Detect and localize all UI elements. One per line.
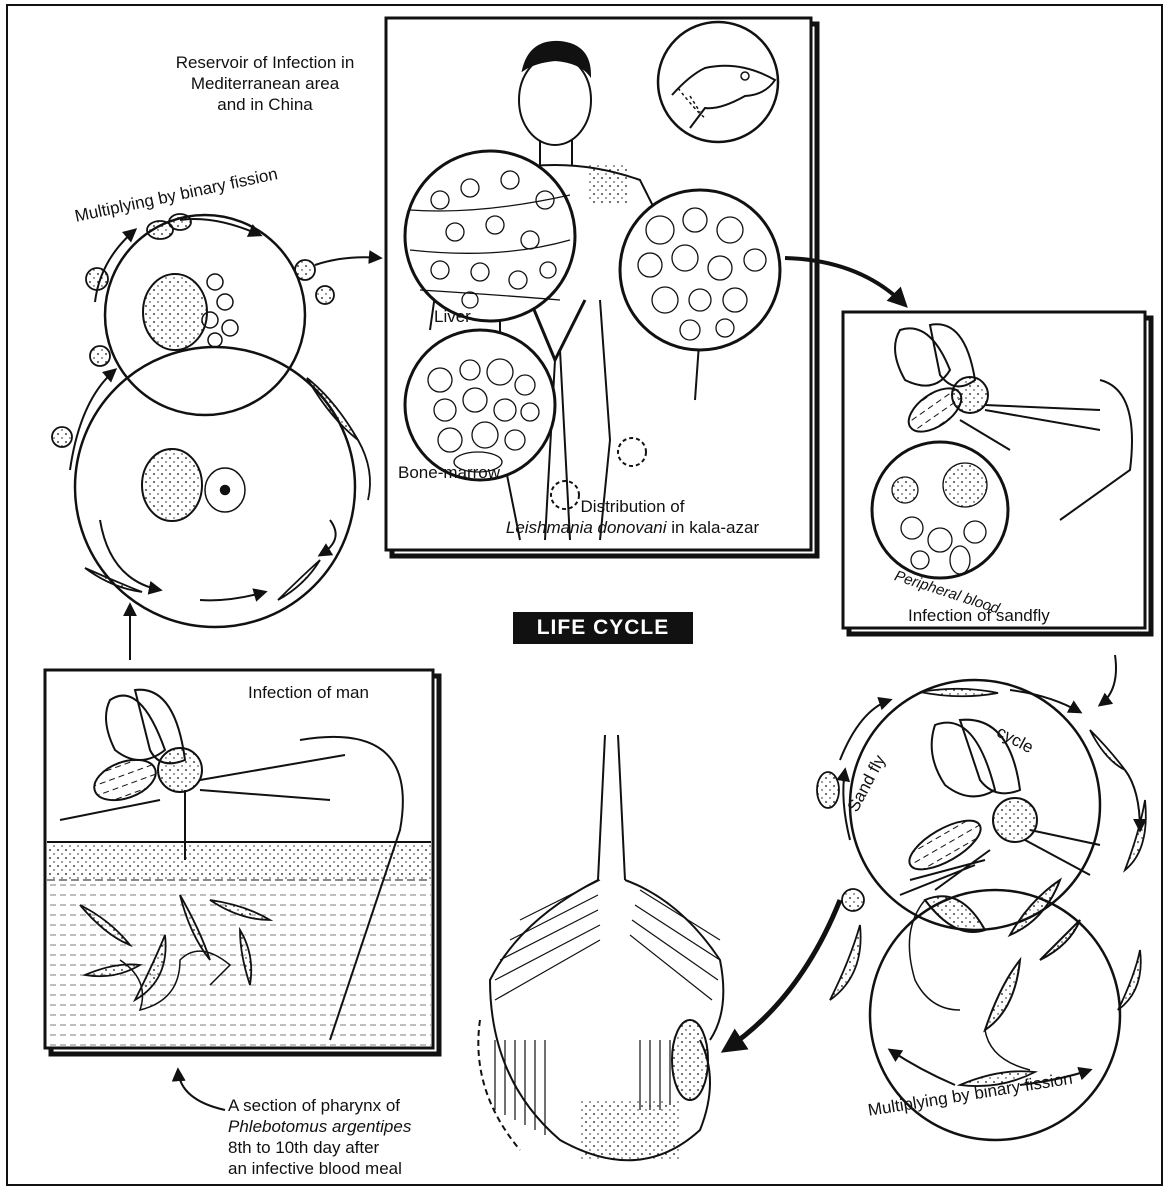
arrow-to-pharynx: [725, 900, 840, 1050]
arrow-sandfly-to-cycle: [1100, 655, 1116, 705]
infection-sandfly-label: Infection of sandfly: [908, 605, 1050, 626]
infection-of-man-panel: [45, 670, 439, 1054]
parasite-forms-bottom-right: [817, 689, 1146, 1086]
sandfly-cycle-bottom-right: [850, 680, 1120, 1140]
arrow-pharynx-to-man: [178, 1070, 225, 1110]
distribution-label: Distribution of Leishmania donovani in k…: [480, 496, 785, 538]
infection-man-label: Infection of man: [248, 682, 369, 703]
life-cycle-title: LIFE CYCLE: [513, 612, 693, 644]
bone-marrow-label: Bone-marrow: [398, 462, 500, 483]
leishmania-name: Leishmania donovani: [506, 518, 667, 537]
pharynx-label: A section of pharynx of Phlebotomus arge…: [228, 1095, 411, 1179]
cycle-arrows-top-left: [70, 219, 380, 660]
kala-azar-text: in kala-azar: [667, 518, 760, 537]
liver-label: Liver: [434, 306, 471, 327]
sandfly-infection-panel: [843, 312, 1151, 634]
reservoir-label: Reservoir of Infection in Mediterranean …: [140, 52, 390, 115]
pharynx-section: [478, 735, 723, 1160]
